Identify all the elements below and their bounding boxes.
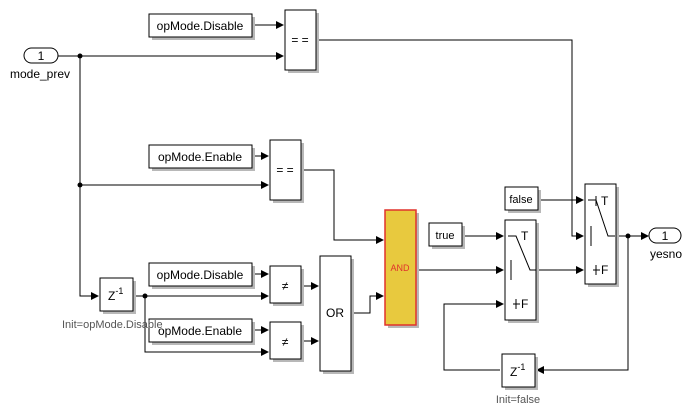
switch-t-label: T (601, 194, 609, 208)
switch-f-label: F (601, 263, 608, 277)
wire-inport-to-delay (79, 56, 99, 300)
switch-t-label: T (521, 229, 529, 243)
logical-or[interactable]: OR (319, 255, 354, 374)
constant-label: opMode.Enable (158, 150, 242, 164)
branch-points (77, 53, 631, 299)
branch-dot (142, 293, 148, 299)
delay-z: Z (510, 365, 517, 379)
operator-symbol: = = (276, 163, 293, 177)
branch-dot (625, 233, 631, 239)
delay-init-label: Init=opMode.Disable (62, 319, 163, 331)
relational-eq-top[interactable]: = = (284, 9, 319, 73)
constant-false[interactable]: false (504, 186, 541, 213)
constant-opmode-disable-low[interactable]: opMode.Disable (148, 262, 255, 289)
constant-opmode-enable-low[interactable]: opMode.Enable (148, 318, 255, 345)
switch-f-mark (513, 299, 520, 309)
wire-delay-to-switch1-f (443, 300, 504, 371)
constant-opmode-disable-top[interactable]: opMode.Disable (148, 13, 255, 40)
outport-number: 1 (662, 229, 669, 243)
operator-symbol: ≠ (282, 335, 289, 349)
unit-delay-bottom[interactable]: Z-1 Init=false (496, 353, 540, 406)
operator-symbol: = = (291, 33, 308, 47)
delay-symbol: Z-1 (510, 362, 525, 379)
delay-exponent: -1 (115, 286, 123, 296)
branch-dot (77, 53, 83, 59)
constant-true[interactable]: true (428, 222, 465, 249)
inport-mode-prev[interactable]: 1 mode_prev (10, 47, 70, 81)
constant-label: opMode.Disable (157, 268, 244, 282)
logical-and[interactable]: AND (384, 209, 419, 328)
operator-symbol: ≠ (282, 279, 289, 293)
constant-label: opMode.Disable (157, 19, 244, 33)
constant-label: true (436, 230, 455, 242)
constant-label: opMode.Enable (158, 324, 242, 338)
outport-label: yesno (650, 247, 682, 261)
constant-opmode-enable-mid[interactable]: opMode.Enable (148, 144, 255, 171)
wire-feedback-to-delay (536, 236, 629, 374)
constant-label: false (509, 194, 532, 206)
and-block-body (384, 209, 417, 326)
relational-neq-top[interactable]: ≠ (269, 265, 304, 306)
outport-yesno[interactable]: 1 yesno (648, 227, 682, 261)
unit-delay-left[interactable]: Z-1 Init=opMode.Disable (62, 277, 163, 331)
delay-symbol: Z-1 (108, 286, 123, 303)
wire-eq-mid-to-and (301, 169, 384, 244)
delay-z: Z (108, 289, 115, 303)
switch-2[interactable]: T F (584, 183, 619, 287)
operator-symbol: AND (390, 263, 410, 273)
relational-neq-bottom[interactable]: ≠ (269, 321, 304, 362)
inport-number: 1 (38, 49, 45, 63)
wire-or-to-and (351, 292, 384, 314)
switch-f-mark (593, 265, 600, 275)
delay-exponent: -1 (517, 362, 525, 372)
branch-dot (77, 182, 83, 188)
switch-icon (588, 199, 615, 237)
switch-icon (508, 235, 536, 271)
switch-1[interactable]: T F (504, 219, 539, 323)
wire-eq-top-to-switch2 (316, 39, 584, 240)
wire-delay-to-neq-bottom (144, 296, 269, 356)
operator-symbol: OR (326, 306, 344, 320)
switch-f-label: F (521, 297, 528, 311)
inport-label: mode_prev (10, 67, 70, 81)
relational-eq-mid[interactable]: = = (269, 139, 304, 203)
delay-init-label: Init=false (496, 394, 540, 406)
